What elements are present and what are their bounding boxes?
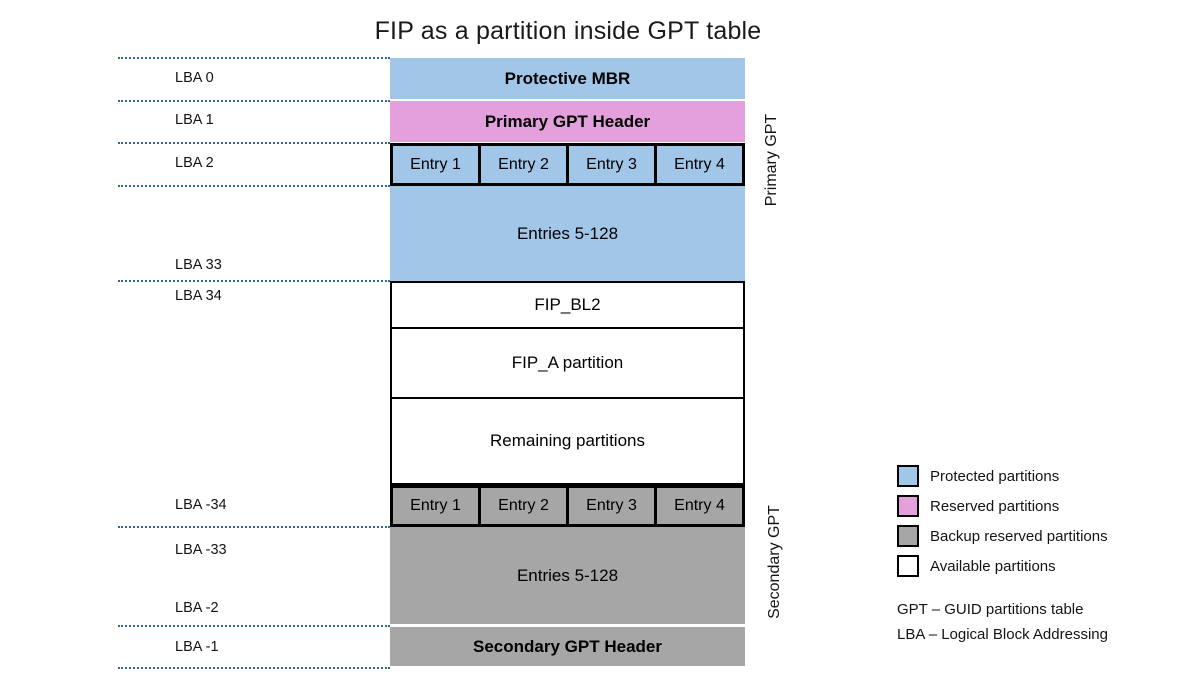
lba-label-minus-33: LBA -33	[175, 542, 227, 558]
diagram-title: FIP as a partition inside GPT table	[374, 17, 762, 45]
secondary-gpt-side-label: Secondary GPT	[766, 505, 783, 619]
entry-cell: Entry 1	[393, 146, 478, 183]
lba-boundary-line	[118, 526, 390, 528]
lba-label-34: LBA 34	[175, 288, 222, 304]
entry-cell: Entry 4	[654, 146, 742, 183]
block-fip-bl2: FIP_BL2	[390, 281, 745, 329]
lba-label-1: LBA 1	[175, 112, 214, 128]
legend-item-available: Available partitions	[897, 555, 1056, 577]
row-primary-entries: Entry 1 Entry 2 Entry 3 Entry 4	[390, 143, 745, 186]
legend-swatch-available	[897, 555, 919, 577]
lba-boundary-line	[118, 142, 390, 144]
legend-item-protected: Protected partitions	[897, 465, 1059, 487]
legend-label: Available partitions	[930, 557, 1056, 575]
block-remaining-partitions: Remaining partitions	[390, 397, 745, 485]
lba-boundary-line	[118, 185, 390, 187]
entry-cell: Entry 3	[566, 146, 654, 183]
lba-label-2: LBA 2	[175, 155, 214, 171]
lba-boundary-line	[118, 667, 390, 669]
primary-gpt-side-label: Primary GPT	[763, 113, 780, 207]
legend-item-reserved: Reserved partitions	[897, 495, 1059, 517]
entry-cell: Entry 2	[478, 488, 566, 524]
entry-cell: Entry 3	[566, 488, 654, 524]
block-protective-mbr: Protective MBR	[390, 58, 745, 99]
lba-label-minus-1: LBA -1	[175, 639, 219, 655]
legend-swatch-protected	[897, 465, 919, 487]
entry-cell: Entry 4	[654, 488, 742, 524]
block-secondary-entries-5-128: Entries 5-128	[390, 527, 745, 624]
entry-cell: Entry 2	[478, 146, 566, 183]
block-secondary-gpt-header: Secondary GPT Header	[390, 627, 745, 666]
block-fip-a-partition: FIP_A partition	[390, 327, 745, 399]
lba-label-minus-2: LBA -2	[175, 600, 219, 616]
entry-cell: Entry 1	[393, 488, 478, 524]
lba-boundary-line	[118, 280, 390, 282]
legend-label: Backup reserved partitions	[930, 527, 1108, 545]
legend-label: Reserved partitions	[930, 497, 1060, 515]
lba-boundary-line	[118, 100, 390, 102]
legend-label: Protected partitions	[930, 467, 1060, 485]
footnote-lba: LBA – Logical Block Addressing	[897, 626, 1108, 643]
lba-boundary-line	[118, 57, 390, 59]
legend-swatch-backup	[897, 525, 919, 547]
lba-label-33: LBA 33	[175, 257, 222, 273]
block-primary-gpt-header: Primary GPT Header	[390, 101, 745, 142]
footnote-gpt: GPT – GUID partitions table	[897, 601, 1084, 618]
row-secondary-entries: Entry 1 Entry 2 Entry 3 Entry 4	[390, 485, 745, 527]
legend-swatch-reserved	[897, 495, 919, 517]
legend-item-backup-reserved: Backup reserved partitions	[897, 525, 1108, 547]
lba-boundary-line	[118, 625, 390, 627]
lba-label-0: LBA 0	[175, 70, 214, 86]
lba-label-minus-34: LBA -34	[175, 497, 227, 513]
block-primary-entries-5-128: Entries 5-128	[390, 186, 745, 281]
